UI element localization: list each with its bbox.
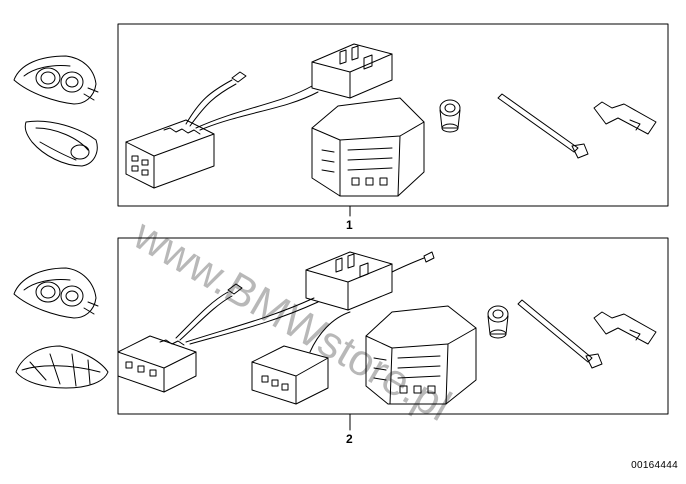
kit-1-cable-tie — [497, 93, 589, 159]
kit-2-relay-module — [305, 251, 435, 311]
headlight-illustration-bottom — [13, 267, 99, 319]
kit-1-relay-module — [311, 43, 393, 99]
callout-label-2: 2 — [346, 432, 353, 446]
diagram-reference-code: 00164444 — [631, 460, 678, 471]
kit-2-grommet — [487, 305, 509, 339]
kit-1-control-unit-connector — [311, 97, 425, 197]
taillight-illustration-top — [24, 120, 98, 167]
kit-2-control-unit-connector — [365, 305, 477, 405]
headlight-illustration-top — [13, 55, 99, 105]
kit-1-wiring-harness — [125, 71, 319, 189]
kit-2-cable-tie — [517, 299, 603, 369]
kit-2-wiring-harness-main — [117, 283, 319, 393]
kit-2-secondary-harness — [251, 311, 351, 405]
kit-2-frame — [117, 237, 669, 415]
kit-1-grommet — [439, 99, 461, 133]
kit-1-frame — [117, 23, 669, 207]
kit-1-clip — [593, 101, 657, 135]
callout-label-1: 1 — [346, 218, 353, 232]
taillight-illustration-bottom — [15, 345, 109, 389]
kit-2-clip — [593, 311, 657, 345]
